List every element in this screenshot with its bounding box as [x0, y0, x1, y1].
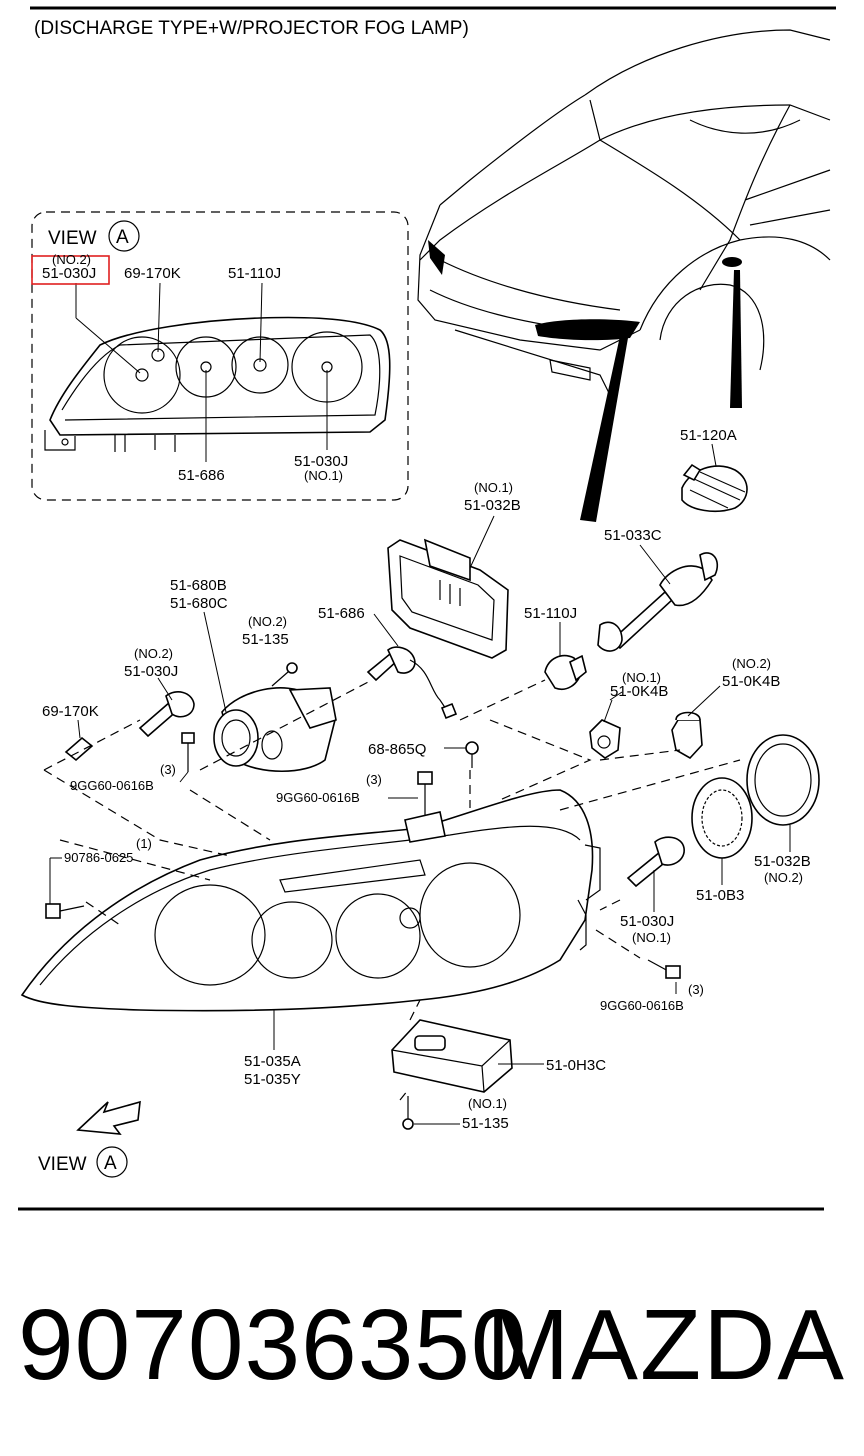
cover-51-032b-no1: (NO.1) 51-032B	[387, 480, 521, 659]
view-a-inset: VIEW A (NO.2) 51-030J 69-170K 51-110J 51…	[31, 211, 409, 501]
view-a-label-51-110j: 51-110J	[228, 265, 281, 282]
car-illustration	[417, 29, 831, 522]
label-51-680b: 51-680B	[170, 577, 227, 594]
label-51-032b-no1: 51-032B	[464, 497, 521, 514]
bolt-9gg60-c: (3) 9GG60-0616B	[600, 959, 704, 1013]
label-51-0k4b-no1: 51-0K4B	[610, 683, 668, 700]
view-arrow-word: VIEW	[38, 1154, 87, 1175]
label-qty3-b: (3)	[366, 772, 382, 787]
bolt-90786-0625: (1) 90786-0625	[45, 836, 152, 919]
label-qty3-c: (3)	[688, 982, 704, 997]
view-arrow-letter: A	[104, 1153, 117, 1174]
label-90786-0625: 90786-0625	[64, 850, 133, 865]
parts-diagram: (DISCHARGE TYPE+W/PROJECTOR FOG LAMP) VI…	[18, 6, 836, 1211]
bulb-51-110j: 51-110J	[524, 605, 587, 690]
label-51-0k4b-no2: 51-0K4B	[722, 673, 780, 690]
label-51-0b3: 51-0B3	[696, 887, 744, 904]
label-51-032b-no2: 51-032B	[754, 853, 811, 870]
label-no1-135: (NO.1)	[468, 1096, 507, 1111]
label-no1-0k4b: (NO.1)	[622, 670, 661, 685]
view-a-label-51-030j-no1: 51-030J	[294, 453, 348, 470]
label-51-030j-no1: 51-030J	[620, 913, 674, 930]
bulb-69-170k: 69-170K	[42, 703, 99, 762]
bulb-51-033c: 51-033C	[597, 527, 719, 652]
label-no2-032b: (NO.2)	[764, 870, 803, 885]
socket-51-0k4b-no1: (NO.1) 51-0K4B	[589, 670, 668, 759]
socket-51-0k4b-no2: (NO.2) 51-0K4B	[671, 656, 780, 760]
label-9gg60-b: 9GG60-0616B	[276, 790, 360, 805]
view-a-arrow: VIEW A	[38, 1100, 141, 1178]
footer: 907036350 MAZDA	[0, 1290, 864, 1420]
label-no1-030j: (NO.1)	[632, 930, 671, 945]
label-51-0h3c: 51-0H3C	[546, 1057, 606, 1074]
label-51-686: 51-686	[318, 605, 365, 622]
bolt-9gg60-b: (3) 9GG60-0616B	[276, 771, 433, 815]
view-a-no1: (NO.1)	[304, 468, 343, 483]
label-51-030j-no2: 51-030J	[124, 663, 178, 680]
label-51-120a: 51-120A	[680, 427, 737, 444]
bulb-51-030j-no1: 51-030J (NO.1)	[620, 836, 685, 945]
ballast-51-0h3c: 51-0H3C	[391, 1019, 606, 1093]
label-51-033c: 51-033C	[604, 527, 662, 544]
bulb-51-686: 51-686	[318, 605, 458, 720]
cap-51-032b-no2: 51-032B (NO.2)	[746, 734, 820, 885]
bulb-51-030j-no2: (NO.2) 51-030J	[124, 646, 195, 738]
clip-68-865q: 68-865Q	[368, 741, 479, 768]
label-68-865q: 68-865Q	[368, 741, 426, 758]
view-a-word: VIEW	[48, 228, 97, 249]
part-number: 907036350	[18, 1289, 528, 1401]
label-qty3-a: (3)	[160, 762, 176, 777]
label-9gg60-c: 9GG60-0616B	[600, 998, 684, 1013]
label-51-110j: 51-110J	[524, 605, 577, 622]
view-a-letter: A	[116, 227, 129, 248]
label-qty1: (1)	[136, 836, 152, 851]
view-a-label-69-170k: 69-170K	[124, 265, 181, 282]
view-a-label-51-030j-no2: 51-030J	[42, 265, 96, 282]
label-69-170k: 69-170K	[42, 703, 99, 720]
label-9gg60-a: 9GG60-0616B	[70, 778, 154, 793]
brand-name: MAZDA	[486, 1289, 846, 1401]
highlight-box	[31, 255, 110, 285]
screw-51-135-no1: (NO.1) 51-135	[402, 1096, 509, 1132]
label-no2-030j: (NO.2)	[134, 646, 173, 661]
ring-51-0b3: 51-0B3	[691, 777, 753, 904]
headlamp-51-035a: 51-035A 51-035Y	[20, 789, 601, 1088]
label-51-680c: 51-680C	[170, 595, 228, 612]
view-a-no2: (NO.2)	[52, 252, 91, 267]
label-no2-135: (NO.2)	[248, 614, 287, 629]
label-51-135-no2: 51-135	[242, 631, 289, 648]
dashed-leaders	[43, 679, 741, 1101]
label-51-035y: 51-035Y	[244, 1071, 301, 1088]
side-marker-51-120a: 51-120A	[680, 427, 748, 512]
label-51-135-no1: 51-135	[462, 1115, 509, 1132]
screw-51-135-no2: (NO.2) 51-135	[242, 614, 298, 687]
diagram-title: (DISCHARGE TYPE+W/PROJECTOR FOG LAMP)	[34, 18, 469, 39]
label-no1-032b: (NO.1)	[474, 480, 513, 495]
bolt-9gg60-a: (3) 9GG60-0616B	[70, 732, 195, 793]
label-no2-0k4b: (NO.2)	[732, 656, 771, 671]
fog-lamp-51-680b: 51-680B 51-680C	[170, 577, 337, 773]
label-51-035a: 51-035A	[244, 1053, 301, 1070]
view-a-label-51-686: 51-686	[178, 467, 225, 484]
